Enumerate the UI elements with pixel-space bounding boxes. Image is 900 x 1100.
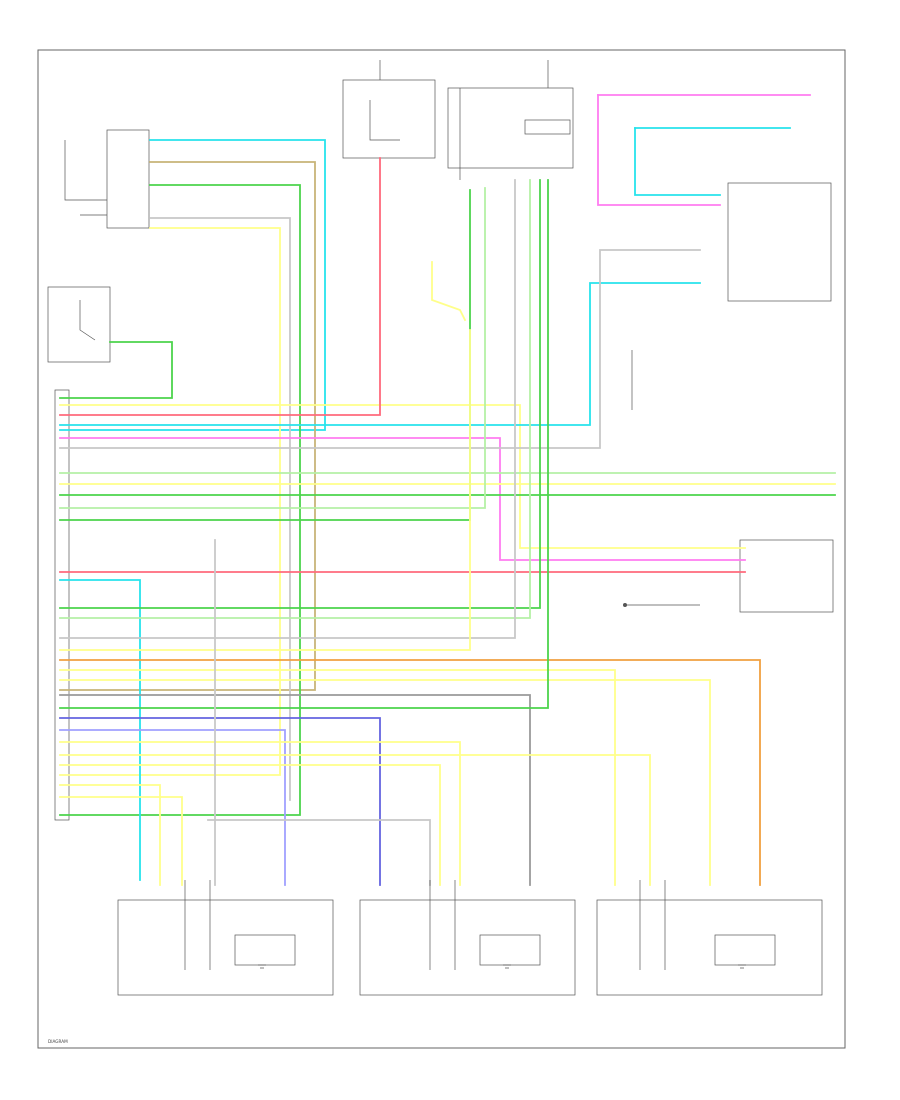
wire-ltgreen-2 xyxy=(59,187,486,509)
wire-cyan-1 xyxy=(59,139,326,431)
wire-green-lower xyxy=(59,179,541,609)
wire-green-1 xyxy=(59,184,301,816)
wire-yellow-4 xyxy=(59,741,461,886)
left-module-lead xyxy=(64,140,107,201)
wire-magenta-top xyxy=(597,94,721,206)
top-relay-box xyxy=(342,79,436,159)
wire-yellow-1 xyxy=(59,227,281,776)
blower-module-box xyxy=(727,182,832,302)
wire-gray-bus xyxy=(59,249,701,449)
wire-yellow-5 xyxy=(59,754,651,886)
wire-cyan-top xyxy=(634,127,721,196)
top-center-box xyxy=(447,87,574,169)
actuator-group-1 xyxy=(117,899,334,996)
actuator-motor-2 xyxy=(479,934,541,966)
wire-dkgray-1 xyxy=(59,694,531,886)
left-module-box xyxy=(106,129,150,229)
ground-icon xyxy=(738,964,746,969)
wire-yellow-squiggle xyxy=(431,261,467,322)
wire-yellow-3 xyxy=(59,679,711,886)
wire-yellow-6 xyxy=(59,764,441,886)
wire-yellow-lower xyxy=(59,329,471,651)
wire-red-top xyxy=(59,157,381,416)
ground-icon xyxy=(258,964,266,969)
actuator-group-2 xyxy=(359,899,576,996)
top-center-switch xyxy=(524,119,571,135)
wire-gray-lower xyxy=(59,179,516,639)
ground-icon xyxy=(503,964,511,969)
actuator-motor-1 xyxy=(234,934,296,966)
wire-gray-1 xyxy=(149,217,291,801)
wire-green-ac xyxy=(59,341,173,399)
wire-layer xyxy=(59,94,836,886)
wire-ltblue-1 xyxy=(59,729,286,886)
connector-block xyxy=(54,389,70,821)
ac-clutch-coil xyxy=(79,300,96,341)
ground-symbols xyxy=(258,603,746,969)
top-relay-contact xyxy=(369,100,400,141)
ac-clutch-box xyxy=(47,286,111,363)
diagram-frame xyxy=(37,49,846,1049)
wire-magenta-bus xyxy=(59,437,746,561)
black-leads xyxy=(184,60,700,970)
wire-cyan-bus xyxy=(59,282,701,426)
wire-yellow-2 xyxy=(59,669,616,886)
page-id: DIAGRAM xyxy=(48,1039,68,1044)
right-sensor-box xyxy=(739,539,834,613)
wire-cyan-lower xyxy=(59,579,141,881)
wire-yellow-7 xyxy=(59,784,161,886)
splice-dot xyxy=(623,603,627,607)
wire-gray-h xyxy=(207,819,431,886)
wire-green-2 xyxy=(59,189,471,521)
wire-orange-1 xyxy=(59,659,761,886)
wire-green-3 xyxy=(59,179,549,709)
actuator-group-3 xyxy=(596,899,823,996)
wire-yellow-bus xyxy=(59,404,746,549)
wire-blue-1 xyxy=(59,717,381,886)
wire-tan-1 xyxy=(59,161,316,691)
wire-ltgreen-lower xyxy=(59,179,531,619)
wire-yellow-8 xyxy=(59,796,183,886)
actuator-motor-3 xyxy=(714,934,776,966)
